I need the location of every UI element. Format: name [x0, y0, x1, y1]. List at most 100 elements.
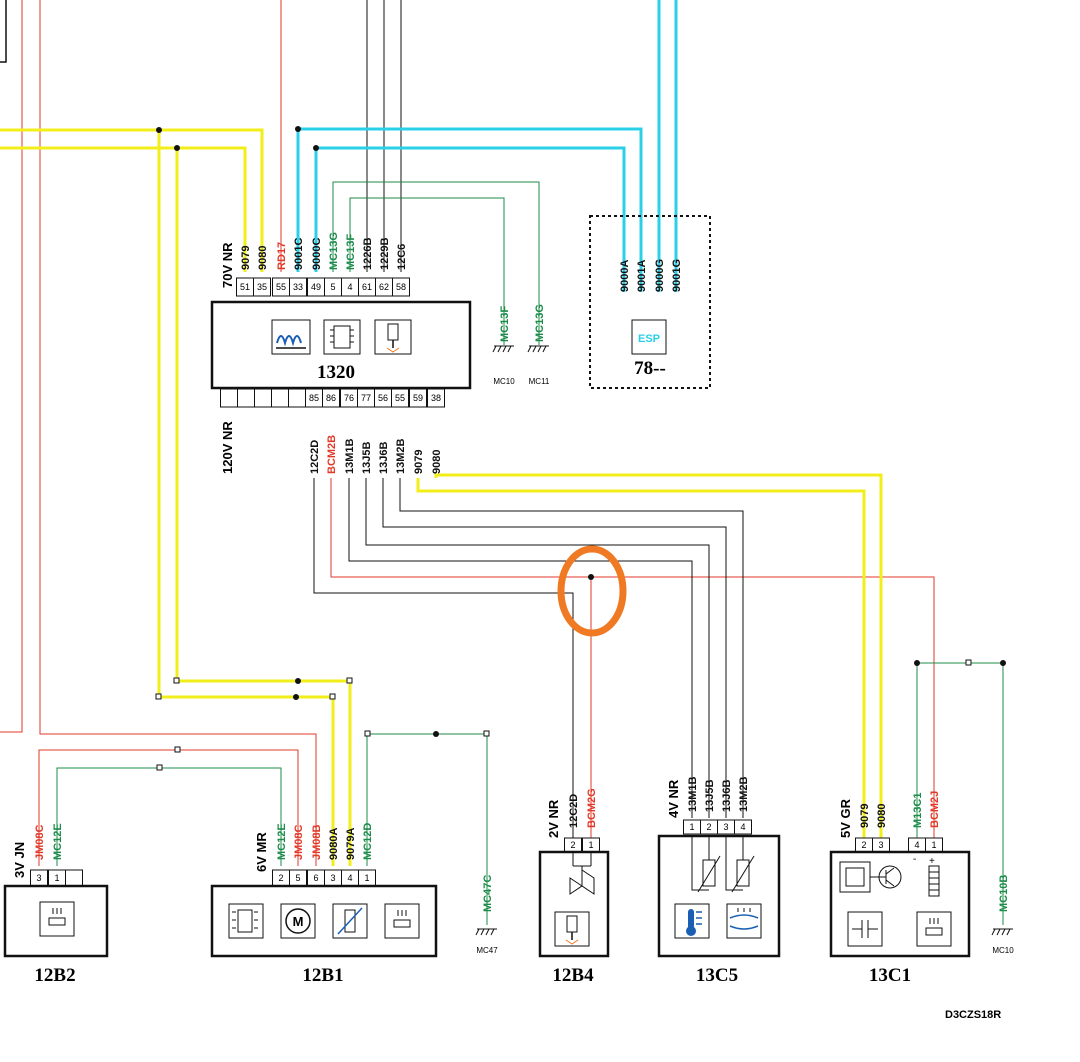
pin-number: 4	[914, 840, 919, 850]
thermistor-icon	[725, 836, 755, 893]
wire-yellow-9080-bot	[434, 473, 883, 838]
heater-icon	[39, 901, 75, 937]
pin-number: 61	[362, 282, 372, 292]
wire-jm08c	[38, 749, 299, 866]
pin-number: 1	[54, 873, 59, 883]
pin-number: 1	[588, 840, 593, 850]
wire-cyan-h2	[316, 146, 626, 292]
wire-12c2d	[313, 478, 574, 838]
pin-number: 1	[364, 873, 369, 883]
ecu-id: 1320	[317, 362, 355, 383]
thermistor-icon	[691, 836, 721, 893]
wire-mc12e	[56, 767, 282, 866]
ground-point-label: MC10	[992, 946, 1014, 955]
wire-label: 12C2D	[568, 794, 580, 828]
pin-cell: 2	[272, 869, 290, 887]
wire-label: 9080	[257, 246, 269, 270]
pin-number: 77	[361, 393, 371, 403]
pin-cell: 3	[30, 869, 48, 887]
pin-cell: 61	[358, 277, 376, 297]
wire-label: BCM2J	[929, 791, 941, 828]
wire-label: MC13F	[345, 234, 357, 270]
component-id: 13C5	[696, 965, 738, 986]
pin-number: 1	[931, 840, 936, 850]
heater-icon	[916, 911, 952, 947]
pin-cell: 56	[374, 388, 392, 408]
wire-mc13f	[349, 197, 505, 345]
pin-number: 55	[276, 282, 286, 292]
component-id: 12B4	[552, 965, 594, 986]
wire-m13c1	[916, 662, 1004, 925]
wire-bcm2b	[330, 478, 935, 838]
pin-cell-empty	[237, 388, 255, 408]
wire-labels: 12C2D BCM2G	[568, 788, 598, 828]
wire-label: 13M2B	[738, 776, 750, 812]
pin-number: 76	[344, 393, 354, 403]
wire-label: MC12E	[276, 823, 288, 860]
motor-icon: M	[280, 903, 316, 939]
pin-cell: 3	[324, 869, 342, 887]
wire-label: 9001G	[671, 259, 683, 292]
ground-wire-label: MC13F	[499, 306, 511, 342]
wire-13j5b	[365, 478, 710, 818]
wire-13m1b	[348, 478, 693, 818]
wire-label: 9001A	[636, 260, 648, 292]
pin-cell: 59	[409, 388, 427, 408]
wire-label: BCM2G	[586, 788, 598, 828]
wire-label: 12C6	[396, 244, 408, 270]
fuel-gauge-icon	[228, 903, 264, 939]
injector-icon	[374, 319, 412, 355]
pin-cell: 2	[700, 819, 718, 835]
wire-label: 13M1B	[344, 438, 356, 474]
highlight-ring	[557, 545, 627, 637]
thermometer-icon	[674, 903, 710, 939]
pin-number: 86	[326, 393, 336, 403]
pin-cell: 4	[734, 819, 752, 835]
ground-mc11-top: MC13G MC11	[527, 304, 550, 386]
pin-cell: 58	[392, 277, 410, 297]
connector-label: 5V GR	[838, 798, 853, 838]
pin-cell: 1	[925, 837, 943, 853]
wire-label: 13J5B	[704, 780, 716, 812]
pin-cell: 5	[289, 869, 307, 887]
wire-label: 9079	[413, 450, 425, 474]
capacitor-icon	[847, 911, 883, 947]
pin-strip: 2 3 4 1	[855, 837, 943, 853]
esp-icon	[631, 319, 667, 355]
frame-fragment	[0, 0, 7, 63]
pin-cell: 76	[340, 388, 358, 408]
ecu-bottom-connector-label: 120V NR	[220, 421, 235, 474]
ground-mc10-top: MC13F MC10	[492, 306, 515, 386]
component-id: 13C1	[869, 965, 911, 986]
pin-number: 51	[240, 282, 250, 292]
ground-point-label: MC11	[529, 377, 550, 386]
pin-number: 62	[379, 282, 389, 292]
ground-mc47: MC47C MC47	[475, 875, 498, 955]
pin-number: 56	[378, 393, 388, 403]
wire-label: 13J6B	[721, 780, 733, 812]
wire-label: 9079	[859, 804, 871, 828]
coil-icon	[271, 319, 311, 355]
wire-label: MC12E	[52, 823, 64, 860]
pin-number: 2	[861, 840, 866, 850]
pin-number: 55	[395, 393, 405, 403]
wire-label: 12C2D	[309, 440, 321, 474]
pin-cell: 6	[307, 869, 325, 887]
wire-label: 9001C	[293, 238, 305, 270]
pin-cell: 62	[375, 277, 393, 297]
pin-number: 3	[878, 840, 883, 850]
pin-number: 85	[309, 393, 319, 403]
pin-number: 1	[689, 822, 694, 832]
wire-label: JM08B	[311, 824, 323, 860]
pin-cell: 51	[236, 277, 254, 297]
pin-cell: 1	[582, 837, 600, 853]
connector-label: 2V NR	[546, 799, 561, 838]
